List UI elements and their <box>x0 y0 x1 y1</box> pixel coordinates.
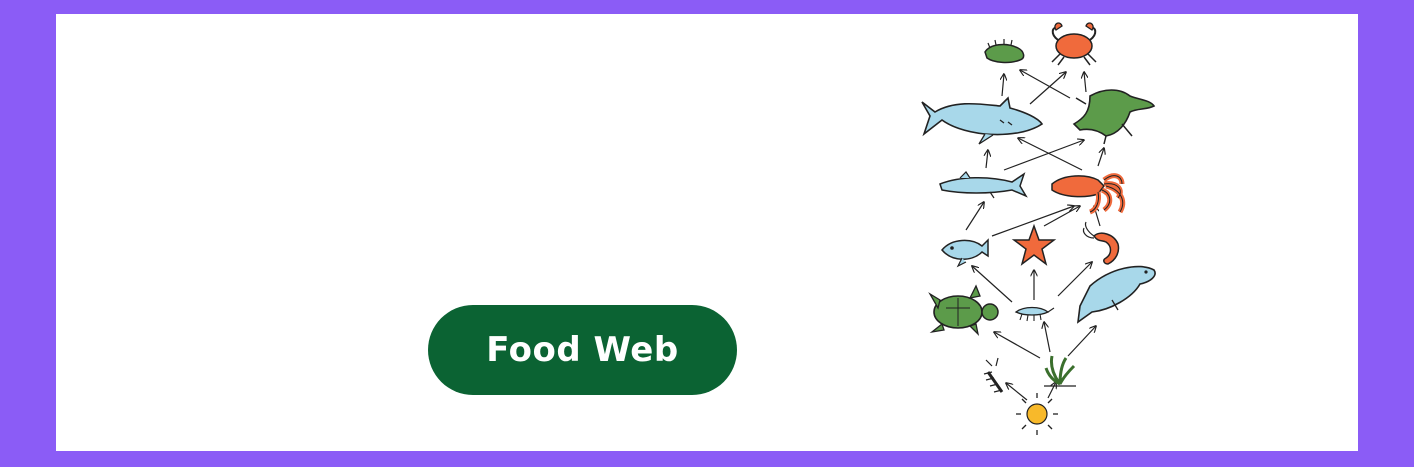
food-web-arrows <box>965 70 1104 401</box>
crocodile-icon <box>1072 89 1156 145</box>
sun-icon <box>1016 393 1058 435</box>
food-web-button-label: Food Web <box>486 330 679 370</box>
starfish-icon <box>1011 223 1057 266</box>
krill-icon <box>1014 306 1055 322</box>
food-web-button[interactable]: Food Web <box>428 305 737 395</box>
crab-icon <box>1051 22 1097 66</box>
shrimp-icon <box>1082 221 1120 265</box>
small-fish-icon <box>941 238 989 268</box>
barracuda-icon <box>939 171 1028 199</box>
seaweed-icon <box>1044 355 1076 387</box>
sea-cucumber-icon <box>984 39 1025 64</box>
zooplankton-icon <box>983 357 1004 393</box>
sea-turtle-icon <box>928 284 999 336</box>
manatee-icon <box>1076 265 1156 324</box>
squid-icon <box>1051 173 1126 215</box>
shark-icon <box>921 96 1044 145</box>
